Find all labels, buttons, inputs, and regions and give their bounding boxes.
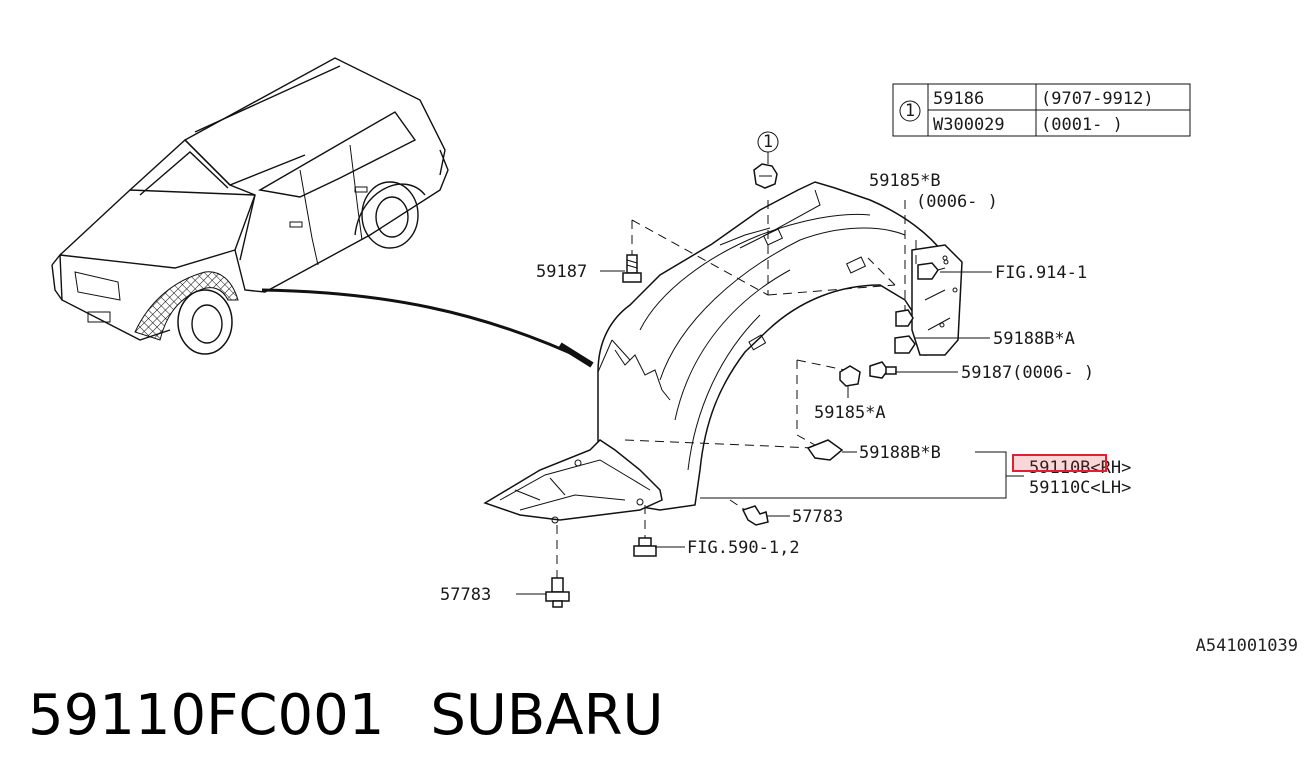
table-row-2-part: W300029 (933, 115, 1005, 135)
callout-59188B-B: 59188B*B (859, 443, 941, 463)
bolt-icon (622, 254, 642, 283)
callout-59185B: 59185*B (869, 171, 941, 191)
fasteners (545, 131, 949, 608)
callout-59188B-A: 59188B*A (993, 329, 1075, 349)
callout-57783-left: 57783 (440, 585, 491, 605)
callout-fig590: FIG.590-1,2 (687, 538, 800, 558)
brand-name: SUBARU (430, 683, 664, 748)
selected-part-highlight (1012, 454, 1107, 472)
callout-59185B-range: (0006- ) (916, 192, 998, 212)
tab-icon (806, 439, 844, 461)
callout-1: 1 (763, 132, 773, 152)
callout-59110C: 59110C<LH> (1029, 478, 1131, 498)
bolt-icon (869, 361, 897, 379)
vehicle-illustration (51, 57, 594, 368)
fender-liner-drawing (483, 181, 963, 524)
clip-icon (917, 259, 949, 280)
clip-icon (741, 505, 769, 526)
callout-59187-left: 59187 (536, 262, 587, 282)
leader-lines (516, 270, 1024, 595)
table-symbol: 1 (905, 101, 915, 121)
reference-code: A541001039 (1195, 636, 1298, 656)
table-row-1-part: 59186 (933, 89, 984, 109)
table-row-2-range: (0001- ) (1041, 115, 1123, 135)
callout-labels: 1 59185*B (0006- ) FIG.914-1 59187 59188… (440, 132, 1131, 605)
clip-icon (839, 365, 861, 398)
bolt-icon (633, 537, 657, 557)
callout-57783-right: 57783 (792, 507, 843, 527)
clip-icon (545, 577, 570, 608)
callout-fig914: FIG.914-1 (995, 263, 1087, 283)
clip-icon (894, 309, 916, 354)
table-row-1-range: (9707-9912) (1041, 89, 1154, 109)
footer-title: 59110FC001 SUBARU (28, 683, 664, 748)
callout-59187-right: 59187(0006- ) (961, 363, 1094, 383)
part-number: 59110FC001 (28, 683, 385, 748)
callout-59185A: 59185*A (814, 403, 886, 423)
part-reference-table: 1 59186 (9707-9912) W300029 (0001- ) (892, 83, 1191, 137)
